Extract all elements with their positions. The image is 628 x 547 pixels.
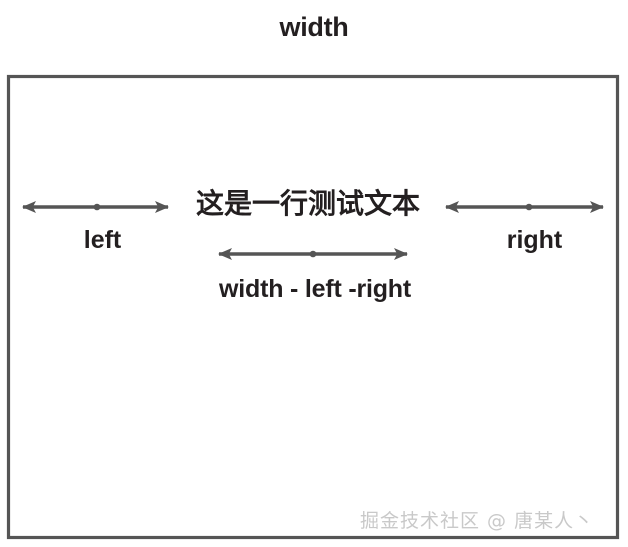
container-box (6, 74, 620, 540)
sample-text: 这是一行测试文本 (195, 187, 420, 220)
left-measure-arrow (22, 201, 169, 213)
label-width-total-text: width (272, 12, 356, 42)
label-width-total: width (0, 12, 628, 42)
watermark: 掘金技术社区 @ 唐某人丶 (360, 510, 595, 532)
right-measure-arrow (445, 201, 604, 213)
label-left: left (83, 226, 122, 254)
content-measure-arrow (218, 248, 408, 260)
label-content-width: width - left -right (219, 275, 411, 303)
label-right: right (506, 226, 563, 254)
